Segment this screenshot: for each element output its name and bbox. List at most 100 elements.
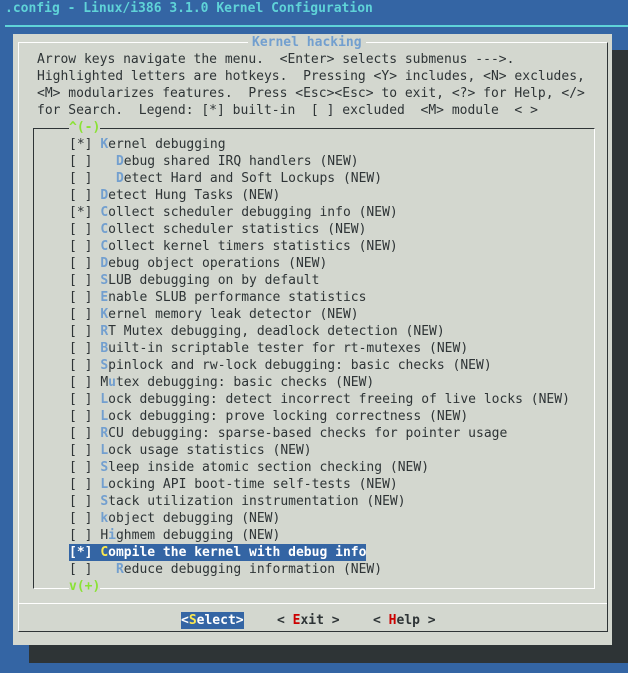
checkbox[interactable]: [ ] — [69, 375, 93, 390]
menu-item[interactable]: [ ] Lock debugging: prove locking correc… — [69, 408, 468, 425]
hotkey-letter: S — [100, 494, 109, 509]
menu-item[interactable]: [ ] Highmem debugging (NEW) — [69, 527, 280, 544]
dialog — [13, 34, 612, 645]
menu-item[interactable]: [*] Kernel debugging — [69, 136, 226, 153]
dialog-shadow — [29, 645, 628, 663]
menu-item[interactable]: [ ] Detect Hard and Soft Lockups (NEW) — [69, 170, 382, 187]
checkbox[interactable]: [ ] — [69, 154, 93, 169]
checkbox[interactable]: [ ] — [69, 477, 93, 492]
checkbox[interactable]: [ ] — [69, 511, 93, 526]
checkbox[interactable]: [ ] — [69, 528, 93, 543]
menu-item[interactable]: [ ] Sleep inside atomic section checking… — [69, 459, 429, 476]
checkbox[interactable]: [ ] — [69, 273, 93, 288]
menu-item[interactable]: [ ] RT Mutex debugging, deadlock detecti… — [69, 323, 445, 340]
hotkey-letter: L — [100, 409, 109, 424]
menu-item-label: Lock debugging: prove locking correctnes… — [100, 409, 469, 424]
menu-item[interactable]: [ ] RCU debugging: sparse-based checks f… — [69, 425, 507, 442]
menu-item[interactable]: [ ] Debug shared IRQ handlers (NEW) — [69, 153, 359, 170]
hotkey-letter: L — [100, 477, 109, 492]
button-label: elect> — [196, 613, 244, 628]
menu-item[interactable]: [ ] Spinlock and rw-lock debugging: basi… — [69, 357, 492, 374]
hotkey-letter: L — [100, 392, 109, 407]
checkbox[interactable]: [ ] — [69, 562, 93, 577]
checkbox[interactable]: [ ] — [69, 426, 93, 441]
menu-item[interactable]: [ ] Collect scheduler statistics (NEW) — [69, 221, 366, 238]
menu-item-label: Locking API boot-time self-tests (NEW) — [100, 477, 398, 492]
menu-item[interactable]: [ ] SLUB debugging on by default — [69, 272, 319, 289]
scroll-up-indicator[interactable]: ^(-) — [69, 119, 101, 136]
menu-item[interactable]: [ ] Lock usage statistics (NEW) — [69, 442, 312, 459]
menu-item-label: Mutex debugging: basic checks (NEW) — [100, 375, 375, 390]
checkbox[interactable]: [ ] — [69, 358, 93, 373]
hotkey-letter: R — [100, 426, 109, 441]
menu-item-label: Collect scheduler debugging info (NEW) — [100, 205, 398, 220]
checkbox[interactable]: [*] — [69, 137, 93, 152]
scroll-down-indicator[interactable]: v(+) — [69, 578, 101, 595]
hotkey-letter: C — [100, 239, 109, 254]
checkbox[interactable]: [ ] — [69, 239, 93, 254]
menu-item-label: Lock usage statistics (NEW) — [100, 443, 312, 458]
hotkey-letter: B — [100, 341, 109, 356]
menu-item[interactable]: [ ] Collect kernel timers statistics (NE… — [69, 238, 398, 255]
hotkey-letter: C — [100, 222, 109, 237]
menu-item-label: Debug shared IRQ handlers (NEW) — [115, 154, 359, 169]
menu-item-label: Highmem debugging (NEW) — [100, 528, 281, 543]
hotkey-letter: R — [115, 562, 124, 577]
checkbox[interactable]: [ ] — [69, 324, 93, 339]
checkbox[interactable]: [ ] — [69, 409, 93, 424]
hotkey-letter: D — [115, 154, 124, 169]
hotkey-letter: D — [115, 171, 124, 186]
menu-item[interactable]: [ ] kobject debugging (NEW) — [69, 510, 280, 527]
checkbox[interactable]: [ ] — [69, 307, 93, 322]
menu-item[interactable]: [ ] Kernel memory leak detector (NEW) — [69, 306, 359, 323]
menu-item[interactable]: [ ] Stack utilization instrumentation (N… — [69, 493, 406, 510]
hotkey-letter: K — [100, 307, 109, 322]
checkbox[interactable]: [ ] — [69, 171, 93, 186]
menu-item-label: Stack utilization instrumentation (NEW) — [100, 494, 406, 509]
checkbox[interactable]: [ ] — [69, 222, 93, 237]
menu-item-label: Detect Hard and Soft Lockups (NEW) — [115, 171, 383, 186]
menu-item-label: RT Mutex debugging, deadlock detection (… — [100, 324, 445, 339]
hotkey-letter: k — [100, 511, 109, 526]
title-rule — [5, 25, 628, 27]
menu-item-label: RCU debugging: sparse-based checks for p… — [100, 426, 508, 441]
hotkey-letter: S — [100, 460, 109, 475]
hotkey-letter: D — [100, 188, 109, 203]
hotkey-letter: S — [100, 358, 109, 373]
checkbox[interactable]: [ ] — [69, 494, 93, 509]
exit-button[interactable]: < Exit > — [277, 612, 340, 629]
select-button[interactable]: <Select> — [181, 612, 244, 629]
menu-item[interactable]: [ ] Debug object operations (NEW) — [69, 255, 327, 272]
hotkey-letter: C — [100, 205, 109, 220]
menu-item-label: Kernel debugging — [100, 137, 226, 152]
checkbox[interactable]: [ ] — [69, 341, 93, 356]
help-button[interactable]: < Help > — [373, 612, 436, 629]
menu-item[interactable]: [ ] Reduce debugging information (NEW) — [69, 561, 382, 578]
menu-item[interactable]: [*] Collect scheduler debugging info (NE… — [69, 204, 398, 221]
menu-item[interactable]: [ ] Enable SLUB performance statistics — [69, 289, 366, 306]
menu-item-label: Enable SLUB performance statistics — [100, 290, 367, 305]
menu-item[interactable]: [ ] Built-in scriptable tester for rt-mu… — [69, 340, 468, 357]
checkbox[interactable]: [*] — [69, 545, 93, 560]
menu-item-label: Collect kernel timers statistics (NEW) — [100, 239, 398, 254]
button-bracket: < — [181, 613, 189, 628]
checkbox[interactable]: [*] — [69, 205, 93, 220]
hotkey-letter: i — [108, 528, 116, 543]
hotkey-letter: D — [100, 256, 109, 271]
menu-item-label: Spinlock and rw-lock debugging: basic ch… — [100, 358, 492, 373]
menu-item[interactable]: [ ] Lock debugging: detect incorrect fre… — [69, 391, 570, 408]
hotkey-letter: K — [100, 137, 109, 152]
checkbox[interactable]: [ ] — [69, 290, 93, 305]
menu-item[interactable]: [ ] Locking API boot-time self-tests (NE… — [69, 476, 398, 493]
checkbox[interactable]: [ ] — [69, 443, 93, 458]
checkbox[interactable]: [ ] — [69, 392, 93, 407]
menu-item[interactable]: [ ] Mutex debugging: basic checks (NEW) — [69, 374, 374, 391]
button-hotkey: E — [292, 613, 301, 628]
menu-item[interactable]: [*] Compile the kernel with debug info — [69, 544, 367, 561]
button-bracket: < — [277, 613, 293, 628]
menu-item-label: Kernel memory leak detector (NEW) — [100, 307, 359, 322]
checkbox[interactable]: [ ] — [69, 460, 93, 475]
menu-item[interactable]: [ ] Detect Hung Tasks (NEW) — [69, 187, 280, 204]
checkbox[interactable]: [ ] — [69, 256, 93, 271]
checkbox[interactable]: [ ] — [69, 188, 93, 203]
